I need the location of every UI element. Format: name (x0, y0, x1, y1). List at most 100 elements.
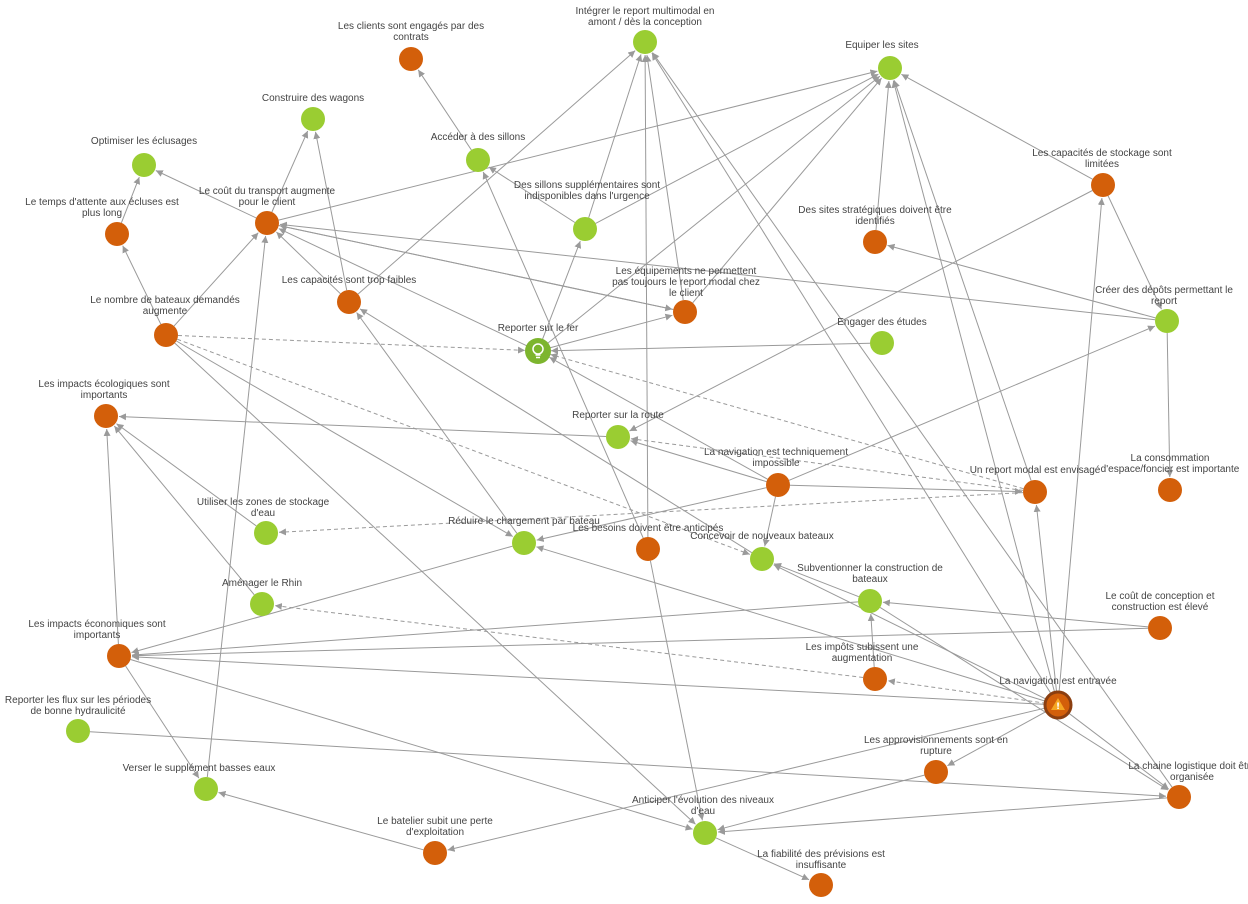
problem-node-circle[interactable] (399, 47, 423, 71)
problem-node-circle[interactable] (154, 323, 178, 347)
node-n25[interactable]: Les besoins doivent être anticipés (573, 523, 724, 561)
action-node-circle[interactable] (573, 217, 597, 241)
edge-n38-n35 (218, 791, 424, 851)
problem-node-circle[interactable] (863, 230, 887, 254)
node-n24[interactable]: Réduire le chargement par bateau (448, 516, 600, 555)
action-node-circle[interactable] (858, 589, 882, 613)
node-n17[interactable]: Engager des études (837, 317, 927, 355)
edge-n8-n4 (271, 130, 309, 213)
problem-node-circle[interactable] (673, 300, 697, 324)
action-node-circle[interactable] (870, 331, 894, 355)
edge-n32-n24 (536, 545, 1047, 702)
action-node-circle[interactable] (301, 107, 325, 131)
edge-n10-n3 (595, 73, 879, 224)
action-node-circle[interactable] (750, 547, 774, 571)
problem-node-circle[interactable] (1167, 785, 1191, 809)
node-n12[interactable]: Les capacités sont trop faibles (282, 275, 417, 314)
edge-n27-n36 (879, 606, 1169, 791)
node-n4[interactable]: Construire des wagons (262, 93, 364, 131)
action-node-circle[interactable] (250, 592, 274, 616)
node-label-line: Le coût de conception et (1106, 591, 1215, 602)
action-node-circle[interactable] (254, 521, 278, 545)
problem-node-circle[interactable] (863, 667, 887, 691)
action-node-circle[interactable] (132, 153, 156, 177)
node-n19[interactable]: Reporter sur la route (572, 410, 664, 449)
edge-n29-n30 (131, 627, 1149, 660)
edge-n8-n13 (278, 225, 673, 312)
edge-n32-n21 (1033, 504, 1058, 694)
action-node-circle[interactable] (693, 821, 717, 845)
problem-node-circle[interactable] (337, 290, 361, 314)
action-node-circle[interactable] (1155, 309, 1179, 333)
node-label-line: Aménager le Rhin (222, 578, 302, 589)
node-n32[interactable]: !La navigation est entravée (999, 676, 1117, 720)
problem-node-circle[interactable] (105, 222, 129, 246)
problem-node-circle[interactable] (924, 760, 948, 784)
problem-node-circle[interactable] (1091, 173, 1115, 197)
action-node-circle[interactable] (512, 531, 536, 555)
node-label: Accéder à des sillons (431, 132, 526, 143)
problem-node-circle[interactable] (107, 644, 131, 668)
node-n26[interactable]: Concevoir de nouveaux bateaux (690, 531, 834, 571)
problem-node-circle[interactable] (636, 537, 660, 561)
node-n5[interactable]: Optimiser les éclusages (91, 136, 197, 177)
problem-node-circle[interactable] (94, 404, 118, 428)
problem-node-circle[interactable] (1148, 616, 1172, 640)
edge-n25-n37 (649, 560, 705, 821)
action-node-circle[interactable] (633, 30, 657, 54)
problem-node-circle[interactable] (809, 873, 833, 897)
edge-n36-n37 (717, 797, 1168, 835)
node-label-line: Reporter sur le fer (498, 323, 579, 334)
node-n35[interactable]: Verser le supplément basses eaux (123, 763, 276, 801)
action-node-circle[interactable] (466, 148, 490, 172)
action-node-circle[interactable] (525, 338, 551, 364)
edge-n32-n7 (1058, 197, 1105, 694)
node-n21[interactable]: Un report modal est envisagé (970, 465, 1101, 504)
node-n6[interactable]: Accéder à des sillons (431, 132, 526, 172)
action-node-circle[interactable] (66, 719, 90, 743)
edge-n10-n6 (488, 166, 576, 223)
problem-node-circle[interactable] (1023, 480, 1047, 504)
node-label-line: Equiper les sites (845, 40, 918, 51)
problem-node-circle[interactable] (1158, 478, 1182, 502)
edge-n15-n22 (1166, 332, 1174, 478)
problem-node-circle[interactable] (423, 841, 447, 865)
problem-node-circle[interactable] (255, 211, 279, 235)
action-node-circle[interactable] (194, 777, 218, 801)
node-n3[interactable]: Equiper les sites (845, 40, 919, 80)
action-node-circle[interactable] (878, 56, 902, 80)
problem-node-circle[interactable] (766, 473, 790, 497)
action-node-circle[interactable] (606, 425, 630, 449)
edge-n7-n15 (1107, 195, 1162, 310)
node-n28[interactable]: Aménager le Rhin (222, 578, 302, 616)
node-n16[interactable]: Reporter sur le fer (498, 323, 579, 364)
edge-n11-n3 (875, 80, 892, 231)
